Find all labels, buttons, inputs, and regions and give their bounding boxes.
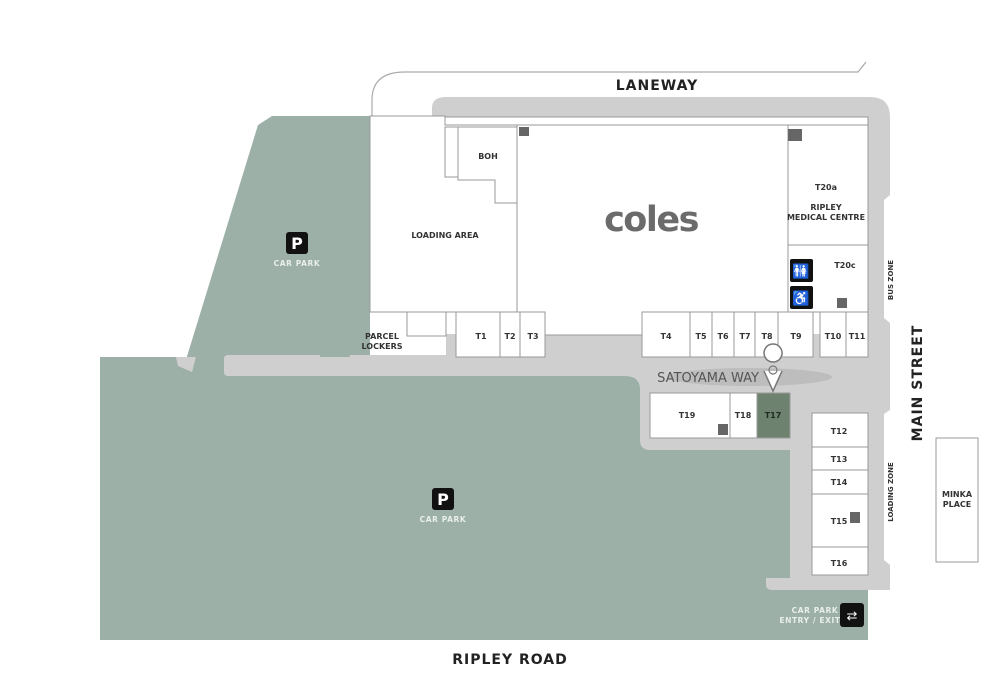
path-stub [176, 357, 196, 372]
boh-side [444, 126, 459, 178]
parking-icon [286, 232, 308, 254]
toilets-glyph: 🚻 [792, 263, 809, 280]
tenant-label: T14 [831, 478, 848, 487]
stairs-icon [788, 129, 802, 141]
tenant-label: T6 [717, 332, 728, 341]
tenant-T20a[interactable] [787, 124, 869, 246]
parking-glyph: P [291, 234, 303, 253]
tenant-label: T3 [527, 332, 538, 341]
tenant-label: T18 [735, 411, 752, 420]
tenant-label: T10 [825, 332, 842, 341]
tenant-row-north: T1 T2 T3 T4 T5 T6 T7 T8 T9 T10 T11 [455, 311, 869, 358]
parking-glyph: P [437, 490, 449, 509]
tenant-label: T13 [831, 455, 848, 464]
tenant-T17[interactable] [756, 392, 791, 439]
entry-exit-arrows-icon[interactable] [840, 603, 864, 627]
tenant-label: T15 [831, 517, 848, 526]
medical-label: RIPLEY [810, 203, 842, 212]
satoyama-way-shadow [668, 368, 832, 386]
tenant-label: T20c [834, 261, 856, 270]
boh-label: BOH [478, 152, 498, 161]
location-pin-icon[interactable] [763, 343, 783, 393]
laneway-outline [371, 61, 867, 116]
medical-label-2: MEDICAL CENTRE [787, 213, 865, 222]
tenant-label: T19 [679, 411, 696, 420]
minka-place[interactable] [935, 437, 979, 563]
tenant-T1[interactable] [455, 311, 501, 358]
coles-logo: coles [604, 200, 699, 240]
entry-exit-label: CAR PARK [792, 606, 839, 615]
accessible-glyph: ♿ [792, 290, 809, 307]
tenant-T18[interactable] [729, 392, 758, 439]
tenant-label: T5 [695, 332, 706, 341]
car-park-label: CAR PARK [420, 515, 467, 524]
minka-label-2: PLACE [943, 500, 972, 509]
stairs-icon [718, 424, 728, 435]
tenant-label: T12 [831, 427, 848, 436]
entry-exit-label-2: ENTRY / EXIT [779, 616, 841, 625]
tenant-T19[interactable] [649, 392, 731, 439]
parking-icon [432, 488, 454, 510]
parcel-lockers-label: PARCEL [365, 332, 399, 341]
laneway-label: LANEWAY [616, 78, 698, 94]
bus-zone-label: BUS ZONE [887, 260, 895, 300]
tenant-label: T20a [815, 183, 837, 192]
tenant-label: T4 [660, 332, 671, 341]
toilets-icon [790, 259, 813, 282]
stairs-icon [850, 512, 860, 523]
minka-label: MINKA [942, 490, 973, 499]
tenant-T9[interactable] [777, 311, 814, 358]
satoyama-way-label: SATOYAMA WAY [657, 371, 759, 386]
car-park-label: CAR PARK [274, 259, 321, 268]
tenant-T10[interactable] [819, 311, 847, 358]
loading-area-label: LOADING AREA [411, 231, 479, 240]
tenant-label: T8 [761, 332, 772, 341]
main-street-label: MAIN STREET [910, 325, 926, 442]
tenant-T16[interactable] [811, 546, 869, 576]
tenant-T3[interactable] [519, 311, 546, 358]
rear-corridor [444, 116, 869, 126]
tenant-label: T9 [790, 332, 801, 341]
tenant-label: T2 [504, 332, 515, 341]
tenant-label: T11 [849, 332, 866, 341]
stairs-icon [519, 127, 529, 136]
ripley-road-label: RIPLEY ROAD [452, 652, 568, 668]
loading-zone-label: LOADING ZONE [887, 462, 895, 522]
stairs-icon [837, 298, 847, 308]
tenant-label: T7 [739, 332, 750, 341]
location-pin-dot [768, 365, 778, 375]
coles-store[interactable] [516, 124, 789, 336]
accessible-icon [790, 286, 813, 309]
tenant-label: T16 [831, 559, 848, 568]
parcel-lockers-area [320, 338, 350, 357]
entry-exit-glyph: ⇄ [847, 608, 858, 623]
tenant-label: T1 [475, 332, 486, 341]
parcel-lockers-label-2: LOCKERS [361, 342, 402, 351]
tenant-T11[interactable] [845, 311, 869, 358]
tenant-label: T17 [765, 411, 782, 420]
